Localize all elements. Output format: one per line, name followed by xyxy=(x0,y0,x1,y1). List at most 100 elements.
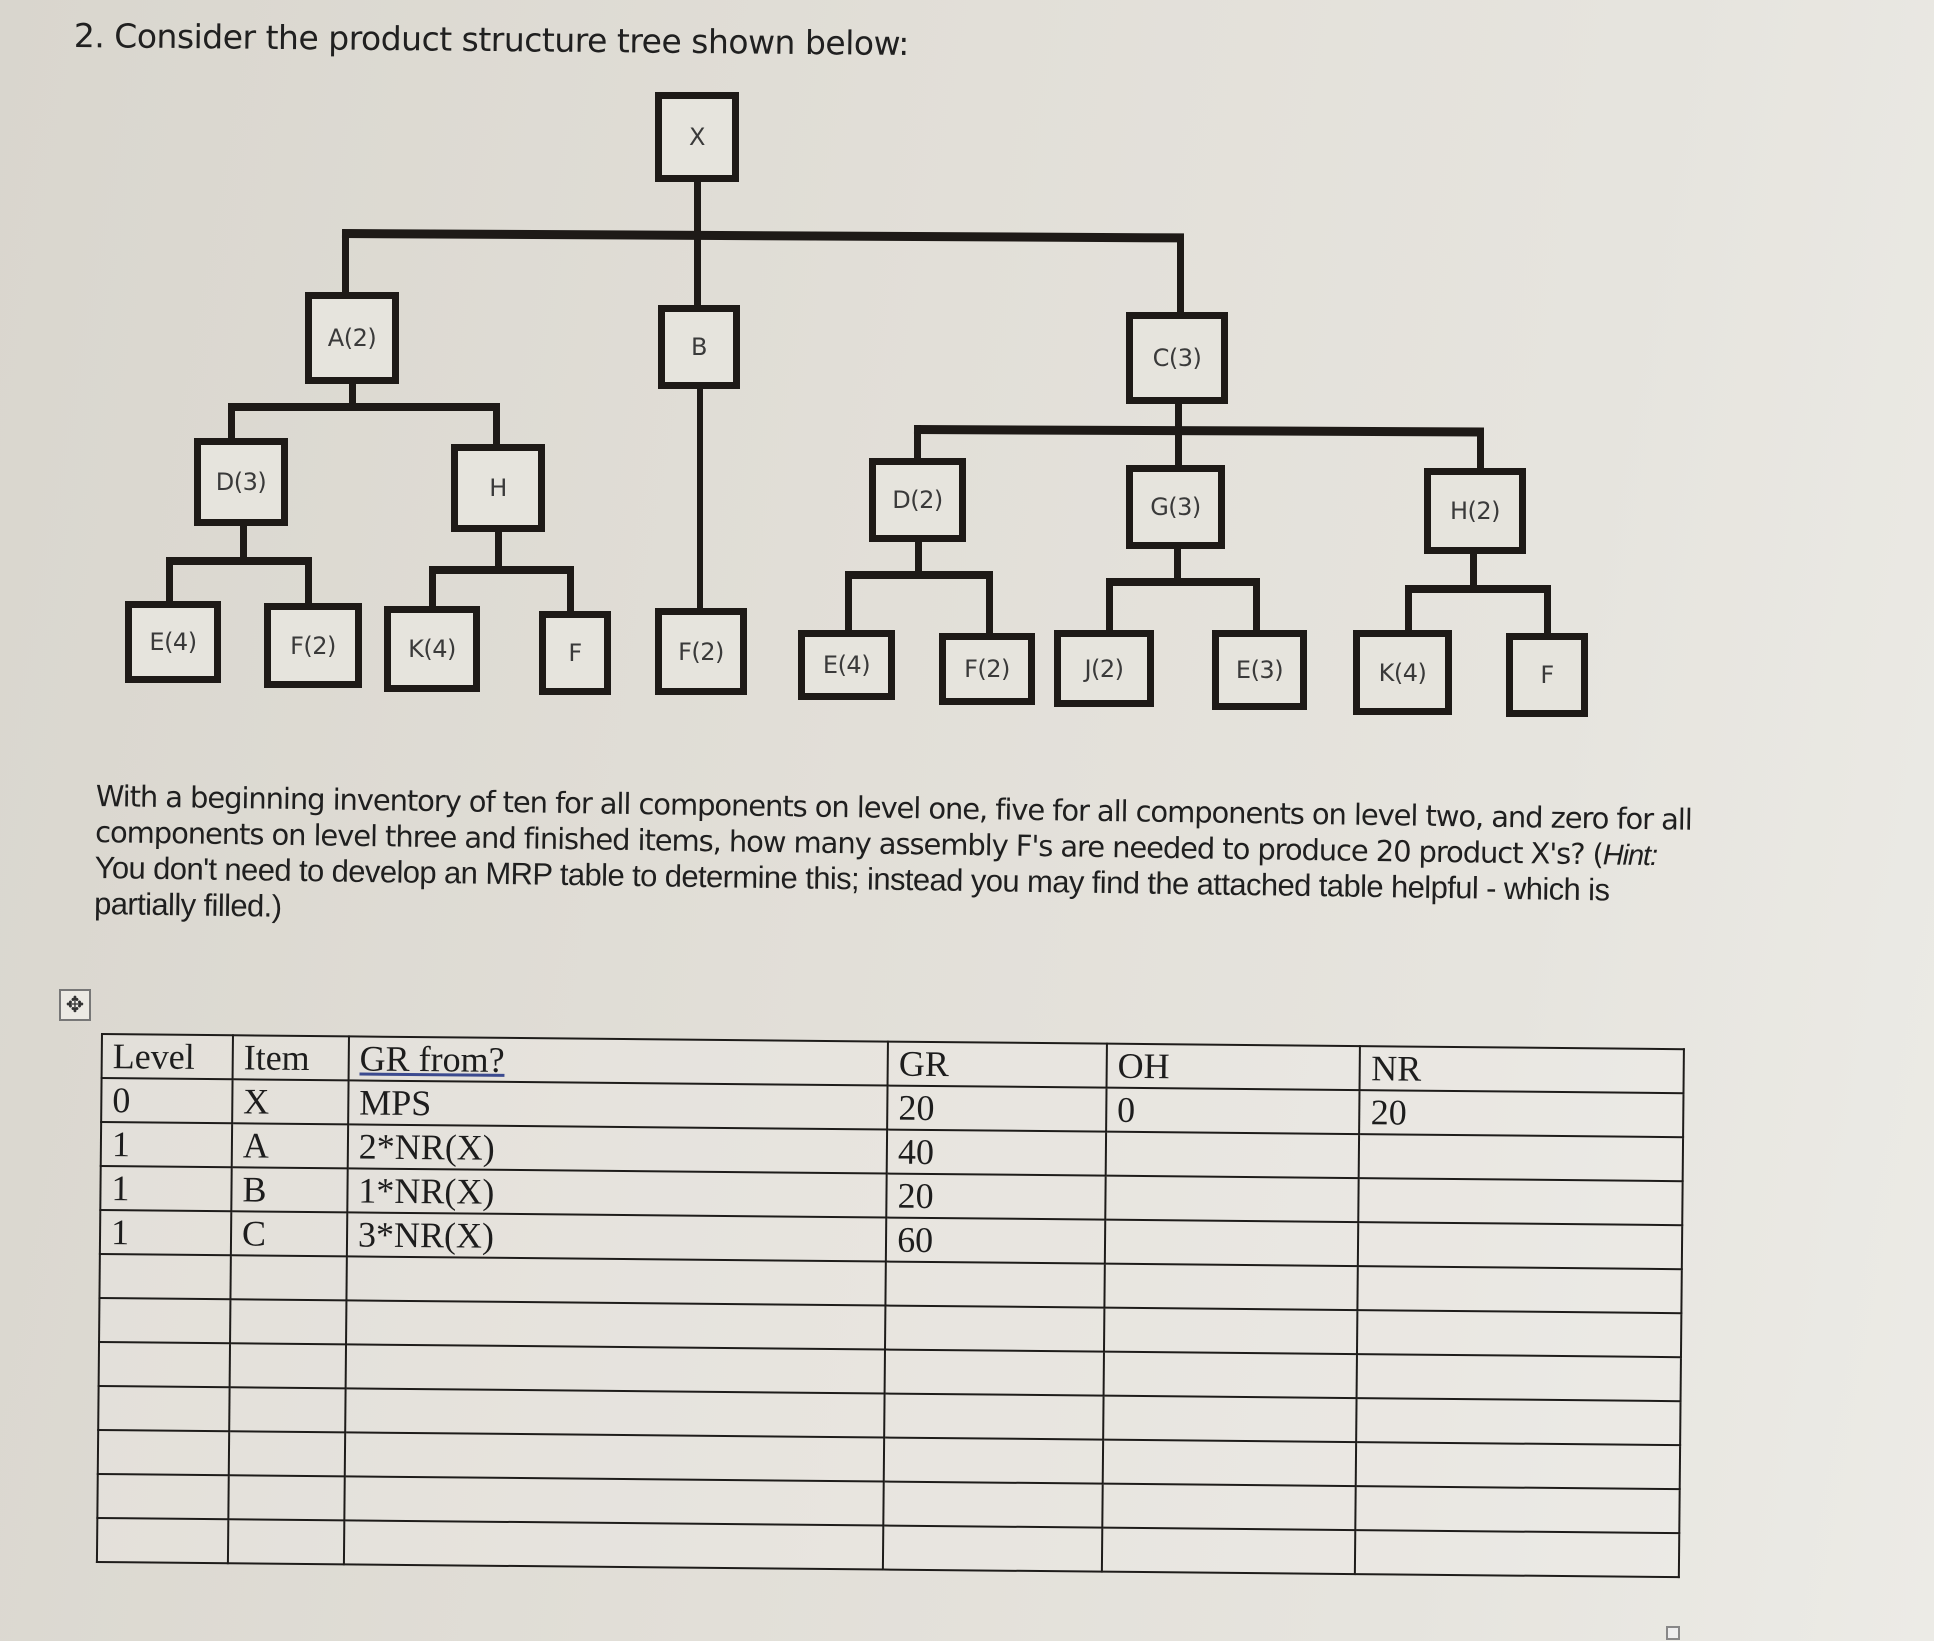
cell-item[interactable]: B xyxy=(231,1167,348,1213)
cell-oh[interactable] xyxy=(1104,1263,1359,1311)
cell-gr[interactable]: 40 xyxy=(886,1129,1106,1176)
header-gr-from-text: GR from? xyxy=(359,1038,505,1080)
node-f2: F(2) xyxy=(264,603,362,688)
cell-oh[interactable] xyxy=(1101,1527,1356,1575)
connector xyxy=(1405,585,1551,593)
cell-item[interactable]: X xyxy=(232,1079,349,1125)
cell-gr-from[interactable]: 1*NR(X) xyxy=(347,1168,887,1218)
cell-item[interactable] xyxy=(230,1255,347,1301)
cell-level[interactable] xyxy=(99,1297,231,1344)
cell-oh[interactable] xyxy=(1104,1219,1359,1267)
cell-level[interactable]: 1 xyxy=(99,1210,232,1256)
cell-nr[interactable] xyxy=(1357,1354,1681,1402)
cell-gr-from[interactable]: MPS xyxy=(348,1080,888,1130)
node-e4: E(4) xyxy=(125,601,221,683)
node-d2: D(2) xyxy=(869,458,966,542)
node-e3: E(3) xyxy=(1212,630,1307,710)
cell-item[interactable] xyxy=(229,1343,346,1389)
cell-gr-from[interactable] xyxy=(345,1344,886,1394)
header-gr: GR xyxy=(887,1041,1107,1088)
cell-gr[interactable] xyxy=(885,1261,1105,1308)
connector xyxy=(240,521,247,563)
cell-level[interactable]: 1 xyxy=(100,1166,232,1212)
cell-level[interactable] xyxy=(97,1429,230,1476)
cell-oh[interactable] xyxy=(1103,1307,1358,1355)
cell-item[interactable]: C xyxy=(230,1211,348,1257)
cell-gr-from[interactable] xyxy=(346,1256,886,1306)
product-structure-tree: X A(2) B C(3) D(3) H E(4) F(2) K(4) F F(… xyxy=(0,0,1934,760)
node-g3: G(3) xyxy=(1126,465,1225,549)
cell-nr[interactable] xyxy=(1358,1178,1683,1226)
cell-item[interactable] xyxy=(229,1387,346,1433)
cell-level[interactable] xyxy=(98,1341,230,1388)
header-oh: OH xyxy=(1106,1043,1361,1091)
cell-item[interactable] xyxy=(227,1519,345,1565)
cell-oh[interactable] xyxy=(1102,1483,1357,1531)
cell-oh[interactable]: 0 xyxy=(1105,1087,1360,1135)
cell-gr[interactable] xyxy=(883,1481,1103,1528)
cell-item[interactable] xyxy=(228,1475,345,1521)
node-a: A(2) xyxy=(305,292,399,384)
cell-gr-from[interactable] xyxy=(343,1520,884,1570)
cell-nr[interactable] xyxy=(1356,1442,1681,1490)
question-paragraph: With a beginning inventory of ten for al… xyxy=(94,778,1926,949)
connector xyxy=(1106,578,1113,633)
cell-gr-from[interactable]: 2*NR(X) xyxy=(347,1124,888,1174)
cell-item[interactable]: A xyxy=(231,1123,349,1169)
cell-gr[interactable] xyxy=(883,1525,1103,1572)
connector xyxy=(429,566,436,610)
cell-level[interactable] xyxy=(98,1385,230,1432)
cell-nr[interactable] xyxy=(1355,1530,1680,1578)
cell-level[interactable] xyxy=(97,1473,229,1520)
node-h2-f: F xyxy=(1506,633,1588,717)
cell-oh[interactable] xyxy=(1102,1395,1358,1443)
cell-gr-from[interactable] xyxy=(345,1388,885,1438)
cell-level[interactable]: 1 xyxy=(100,1122,233,1168)
connector xyxy=(697,385,703,611)
cell-level[interactable] xyxy=(99,1253,231,1300)
hint-label: Hint: xyxy=(1602,839,1658,873)
cell-gr[interactable] xyxy=(884,1393,1104,1440)
node-b-f2: F(2) xyxy=(655,608,747,695)
cell-level[interactable] xyxy=(96,1517,229,1564)
connector xyxy=(1477,430,1484,472)
cell-gr-from[interactable] xyxy=(345,1300,886,1350)
cell-level[interactable]: 0 xyxy=(101,1078,233,1124)
cell-nr[interactable] xyxy=(1358,1222,1683,1270)
cell-oh[interactable] xyxy=(1105,1175,1360,1223)
cell-nr[interactable] xyxy=(1356,1398,1681,1446)
cell-gr[interactable] xyxy=(884,1349,1104,1396)
cell-gr-from[interactable] xyxy=(344,1432,885,1482)
cell-gr[interactable]: 60 xyxy=(885,1217,1106,1264)
node-d2-f2: F(2) xyxy=(939,633,1035,705)
connector xyxy=(915,538,922,578)
cell-gr[interactable] xyxy=(883,1437,1103,1484)
cell-nr[interactable] xyxy=(1359,1134,1684,1182)
cell-gr[interactable] xyxy=(885,1305,1105,1352)
cell-nr[interactable] xyxy=(1357,1310,1682,1358)
connector xyxy=(694,178,701,236)
cell-item[interactable] xyxy=(228,1431,346,1477)
cell-oh[interactable] xyxy=(1103,1351,1358,1399)
connector xyxy=(429,566,574,574)
cell-gr-from[interactable]: 3*NR(X) xyxy=(346,1212,887,1262)
cell-nr[interactable]: 20 xyxy=(1359,1090,1684,1138)
connector xyxy=(166,557,173,605)
cell-nr[interactable] xyxy=(1357,1266,1682,1314)
cell-oh[interactable] xyxy=(1102,1439,1357,1487)
table-resize-handle[interactable] xyxy=(1666,1626,1680,1640)
connector xyxy=(913,425,1485,437)
cell-gr[interactable]: 20 xyxy=(887,1085,1107,1132)
node-j2: J(2) xyxy=(1054,630,1154,707)
cell-gr-from[interactable] xyxy=(344,1476,884,1526)
table-move-handle-icon[interactable]: ✥ xyxy=(59,989,91,1021)
connector xyxy=(1470,550,1477,590)
cell-gr[interactable]: 20 xyxy=(886,1173,1106,1220)
cell-item[interactable] xyxy=(229,1299,347,1345)
node-d2-e4: E(4) xyxy=(798,630,895,700)
connector xyxy=(1253,578,1260,633)
cell-oh[interactable] xyxy=(1105,1131,1360,1179)
cell-nr[interactable] xyxy=(1355,1486,1680,1534)
connector xyxy=(166,557,312,565)
node-h2-k4: K(4) xyxy=(1353,630,1452,715)
